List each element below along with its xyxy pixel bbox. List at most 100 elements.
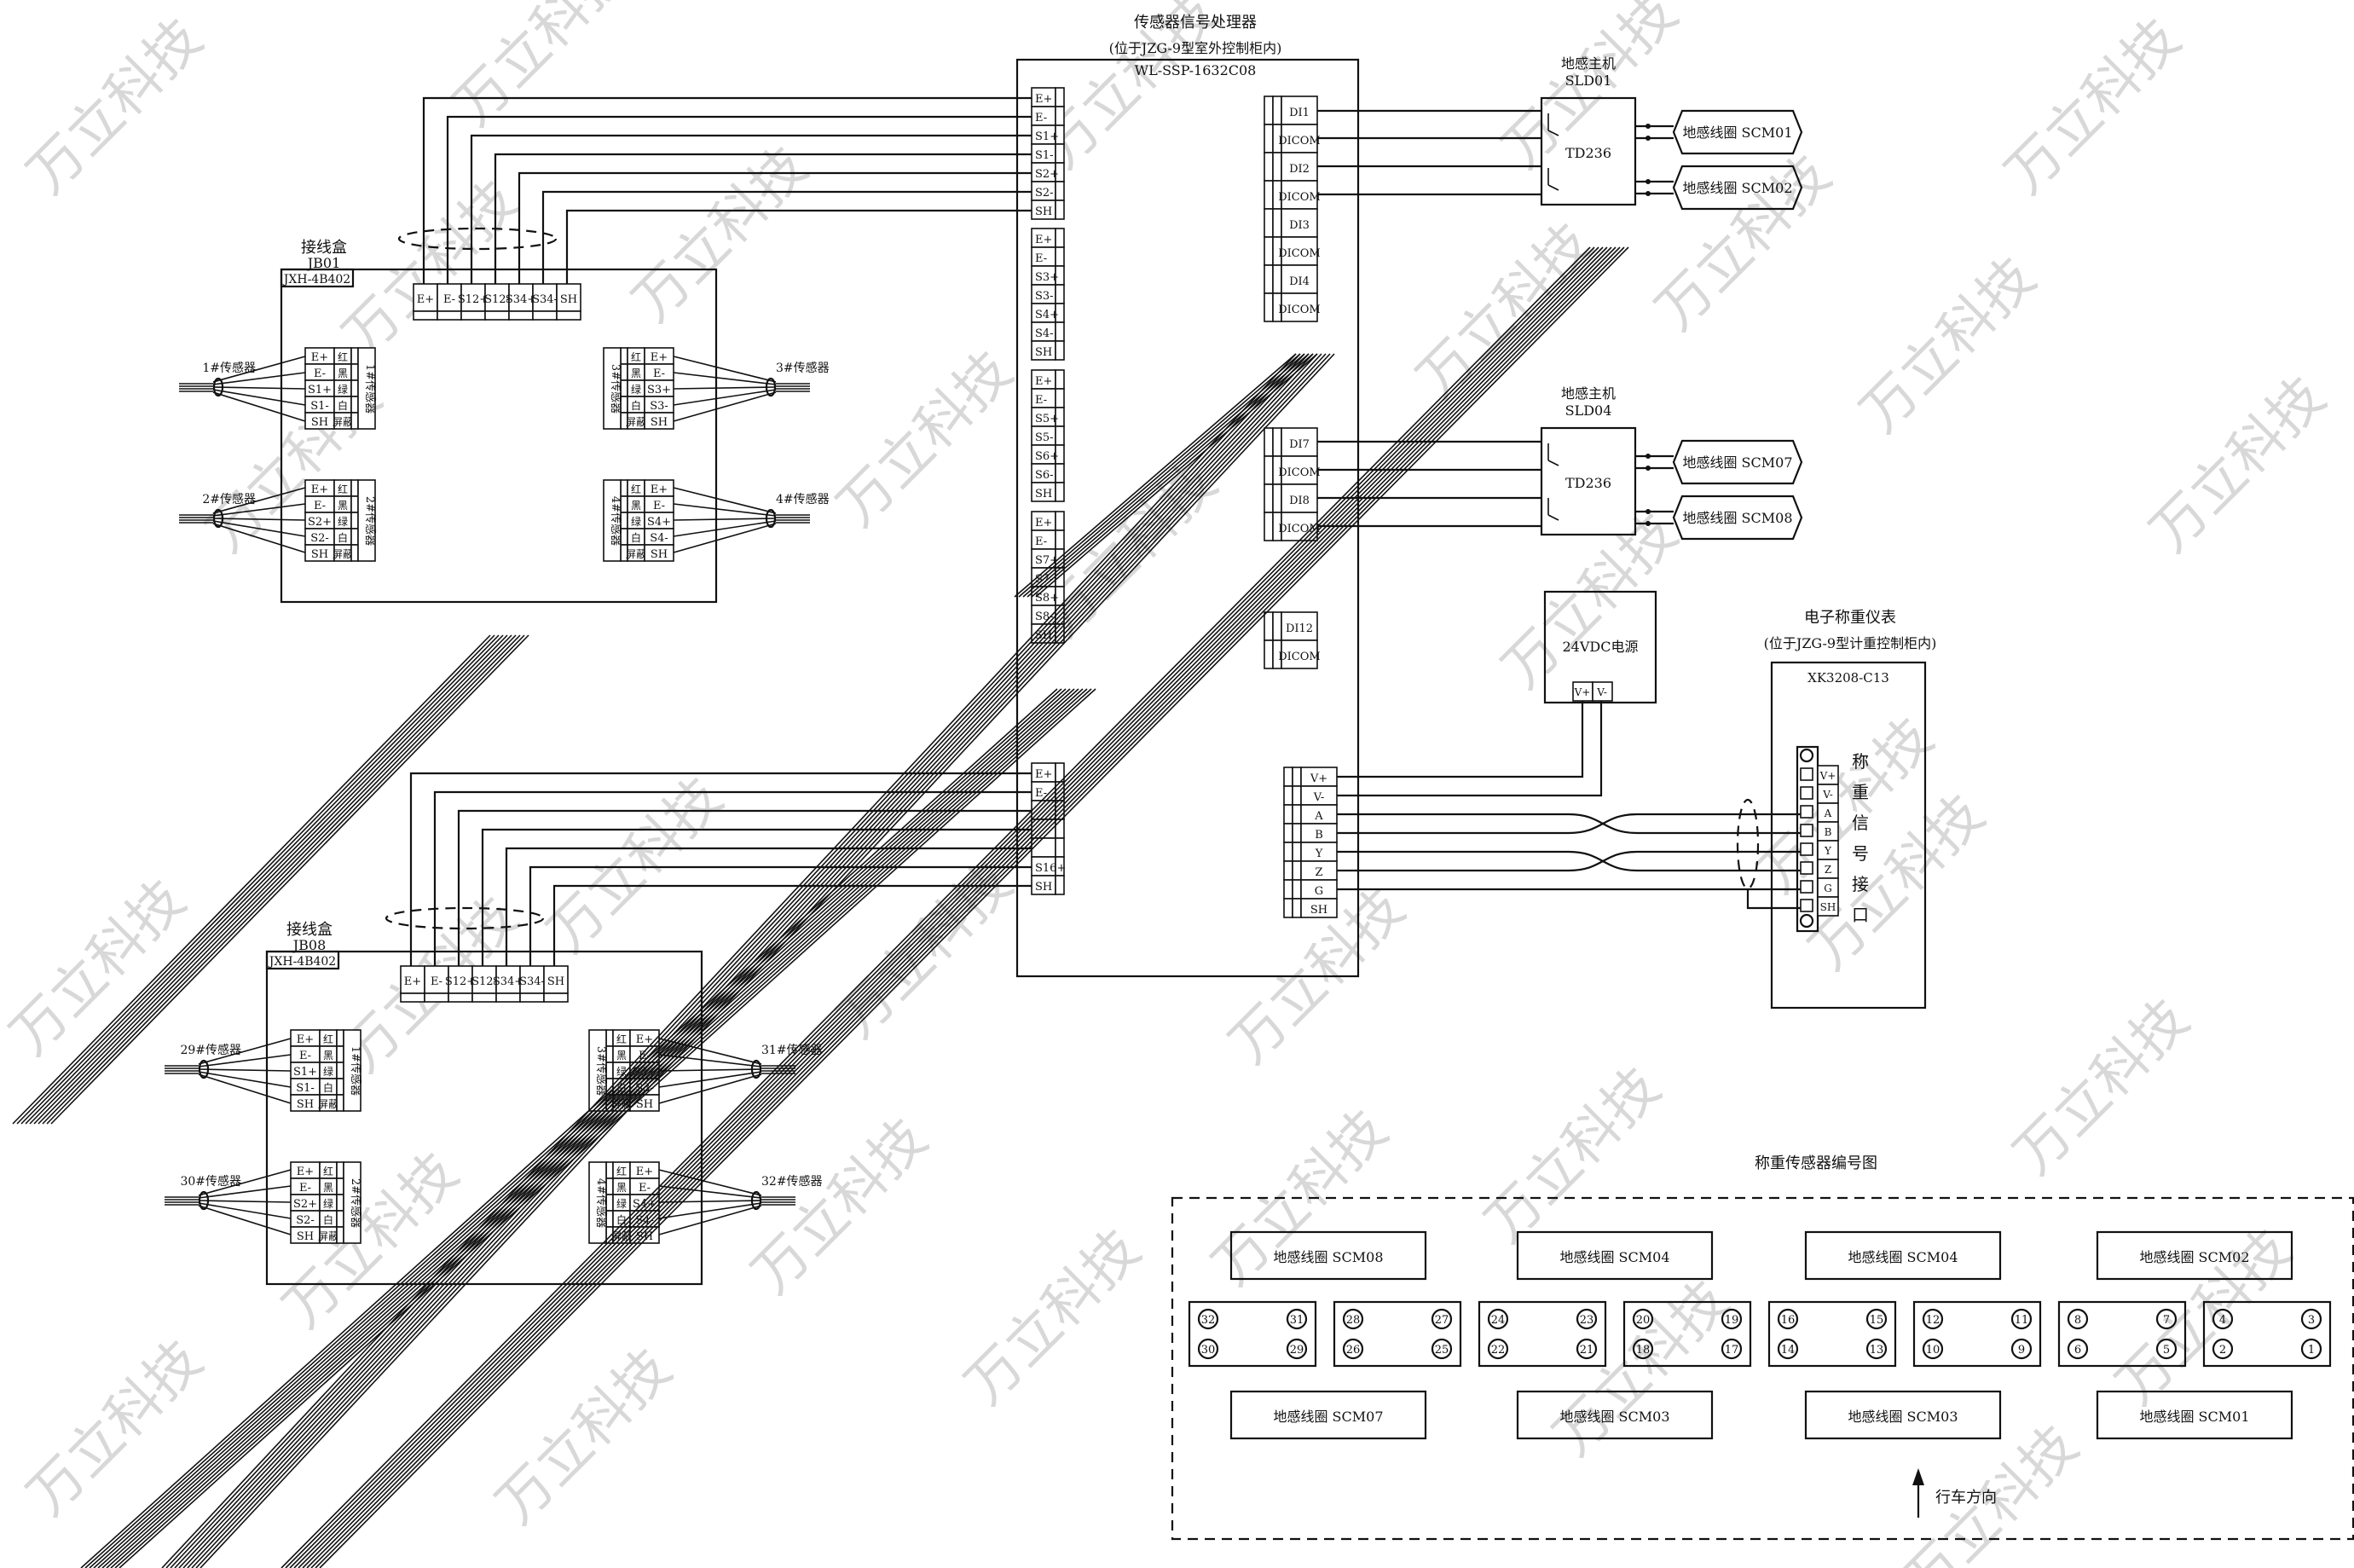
host-sld04-relay	[1547, 460, 1559, 466]
processor-di-terminal-screw	[1272, 611, 1282, 641]
processor-sensor-terminal-label: S16+	[1035, 862, 1066, 875]
cable-bundle	[33, 634, 512, 1125]
junction-jb01-module-terminal-label: E+	[651, 351, 668, 364]
processor-sensor-terminal-label: S1+	[1035, 130, 1059, 143]
comm-wire-crossed	[1337, 850, 1801, 872]
layout-sensor-circle	[1286, 1308, 1308, 1330]
junction-jb01-bus-label: S12+	[458, 293, 489, 306]
processor-di-terminal-cell	[1281, 611, 1318, 641]
junction-jb01-sensor-wire	[212, 487, 306, 514]
indicator-side-label: 号	[1852, 843, 1869, 864]
cable-bundle	[161, 353, 1297, 1568]
host-sld04-node	[1645, 521, 1651, 526]
junction-jb08-sensor-wire	[658, 1071, 762, 1088]
layout-plate	[2057, 1300, 2187, 1368]
junction-jb08-sensor-wire	[198, 1205, 292, 1235]
host-sld04-coil	[1672, 495, 1803, 541]
layout-sensor-number: 19	[1725, 1314, 1739, 1327]
processor-sensor-terminal-label: SH	[1035, 346, 1052, 359]
junction-jb08-module-color-label: 红	[616, 1033, 627, 1045]
junction-jb01-sensor-wire	[673, 372, 777, 385]
processor-sensor-terminal-label: SH	[1035, 881, 1052, 894]
layout-top-coil	[1804, 1230, 2002, 1281]
processor-sensor-terminal-screw	[1055, 246, 1065, 267]
layout-sensor-number: 3	[2308, 1314, 2315, 1327]
junction-jb01-sensor-wire	[673, 356, 777, 383]
processor-di-terminal-screw	[1264, 95, 1274, 125]
junction-jb08-module-color-label: 绿	[616, 1197, 627, 1210]
processor-sensor-terminal-screw	[1055, 463, 1065, 483]
processor-sensor-terminal-label: E+	[1035, 768, 1052, 781]
junction-jb08-module-color-label: 黑	[323, 1182, 333, 1194]
processor-comm-screw	[1292, 898, 1302, 918]
layout-sensor-circle	[2212, 1308, 2234, 1330]
processor-sensor-terminal-screw	[1055, 482, 1065, 502]
cable-bundle	[1031, 353, 1314, 598]
junction-jb01-module-label-frame	[603, 479, 622, 562]
junction-jb01-sensor-wire	[212, 503, 306, 517]
junction-jb01-module-terminal-label: E-	[653, 500, 665, 512]
layout-sensor-circle	[2010, 1338, 2033, 1360]
junction-jb08-module-label-frame	[343, 1161, 361, 1244]
indicator-terminal-screw	[1800, 861, 1813, 875]
layout-sensor-number: 1	[2308, 1344, 2315, 1357]
junction-jb01-module-screw	[350, 379, 359, 397]
layout-sensor-number: 32	[1201, 1314, 1216, 1327]
layout-bottom-coil	[1516, 1390, 1714, 1440]
watermark-text: 万立科技	[621, 135, 819, 333]
junction-jb08-bus-screw	[471, 992, 497, 1003]
host-sld04-node	[1645, 454, 1651, 459]
junction-jb08-bus-label: E+	[404, 975, 421, 988]
junction-jb08-sensor-gland	[750, 1059, 762, 1079]
layout-sensor-circle	[1197, 1338, 1219, 1360]
processor-sensor-terminal-screw	[1055, 837, 1065, 858]
indicator-terminal-screw	[1800, 824, 1813, 837]
processor-di-terminal-screw	[1264, 180, 1274, 210]
processor-sensor-terminal-screw	[1055, 340, 1065, 361]
processor-di-terminal-label: DICOM	[1278, 466, 1320, 479]
layout-sensor-circle	[1197, 1308, 1219, 1330]
cable-bundle	[1027, 353, 1310, 598]
processor-sensor-terminal-label: E+	[1035, 375, 1052, 388]
junction-jb01-sensor-gland	[765, 377, 777, 397]
junction-jb08-module-screw	[336, 1194, 344, 1212]
direction-label: 行车方向	[1935, 1489, 1997, 1507]
junction-jb01-sensor-gland	[765, 508, 777, 529]
layout-sensor-circle	[2067, 1338, 2089, 1360]
junction-jb01-module-color-label: 绿	[338, 515, 348, 528]
junction-jb08-bus-screw	[519, 992, 545, 1003]
host-sld04-coil	[1672, 439, 1803, 485]
junction-jb08-module-terminal-label: SH	[636, 1098, 653, 1111]
junction-jb08-module-terminal-label: S2-	[296, 1214, 315, 1227]
junction-jb01-module-terminal-label: SH	[311, 548, 328, 561]
junction-jb08-module-terminal-label: S2+	[293, 1198, 317, 1211]
junction-jb01-bus-label: E-	[443, 293, 455, 306]
junction-jb01-module-terminal-label: SH	[311, 416, 328, 429]
junction-jb08-model: JXH-4B402	[268, 955, 336, 969]
indicator-location: (位于JZG-9型计重控制柜内)	[1764, 635, 1937, 651]
processor-comm-screw	[1283, 785, 1293, 806]
junction-jb01-bus-cell	[508, 283, 534, 312]
junction-jb01-sensor-label: 2#传感器	[202, 492, 256, 506]
junction-jb08-module-screw	[336, 1045, 344, 1063]
layout-sensor-number: 30	[1201, 1344, 1216, 1357]
layout-sensor-circle	[1431, 1308, 1453, 1330]
junction-jb01-module-terminal-label: S2+	[308, 516, 332, 529]
cable-bundle	[195, 353, 1331, 1568]
processor-comm-screw	[1283, 879, 1293, 900]
processor-di-terminal-screw	[1272, 95, 1282, 125]
processor-di-terminal-label: DICOM	[1278, 135, 1320, 148]
junction-jb01-module-terminal-label: SH	[651, 548, 668, 561]
junction-jb01-sensor-label: 3#传感器	[776, 361, 830, 375]
comm-wire-crossed	[1337, 850, 1801, 872]
processor-comm-screw	[1283, 860, 1293, 881]
layout-sensor-number: 29	[1290, 1344, 1304, 1357]
processor-di-terminal-screw	[1264, 124, 1274, 153]
indicator-model: XK3208-C13	[1807, 670, 1889, 686]
cable-bundle	[319, 246, 1629, 1568]
indicator-terminal-label: Z	[1825, 864, 1831, 876]
psu-terminal-label: V+	[1574, 686, 1591, 698]
cable-bundle	[298, 246, 1608, 1568]
watermark-text: 万立科技	[1490, 501, 1689, 700]
layout-sensor-circle	[1487, 1338, 1509, 1360]
